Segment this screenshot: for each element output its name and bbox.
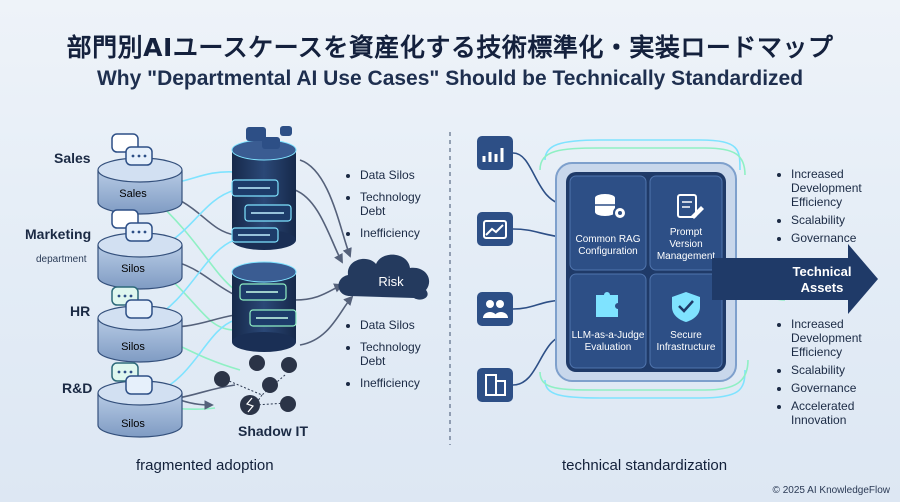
risk-label: Risk: [378, 274, 404, 289]
right-benefit-list-top: Increased Development Efficiency Scalabi…: [780, 167, 890, 249]
chat-bubble-icon: [111, 209, 153, 242]
tile-label-line: Management: [657, 251, 716, 262]
technical-assets-label: Technical: [792, 264, 851, 279]
issue-item: Data Silos: [360, 168, 439, 182]
caption-fragmented-adoption: fragmented adoption: [136, 457, 274, 474]
left-issue-list-bottom: Data Silos Technology Debt Inefficiency: [349, 318, 439, 398]
dept-label-marketing: Marketing: [25, 226, 92, 242]
dept-sublabel-marketing: department: [36, 254, 87, 265]
dept-label-rnd: R&D: [62, 380, 93, 396]
tile-label-line: Prompt: [670, 227, 702, 238]
people-icon: [477, 292, 513, 326]
db-label-rnd: Silos: [121, 418, 145, 430]
page-title-english: Why "Departmental AI Use Cases" Should b…: [96, 67, 804, 90]
issue-item: Technology Debt: [360, 340, 439, 368]
shadow-link-icon: [262, 377, 278, 393]
copyright-notice: © 2025 AI KnowledgeFlow: [772, 485, 890, 496]
tile-label-line: Version: [669, 239, 702, 250]
tile-common-rag: [569, 175, 647, 271]
ai-stack-upper: [231, 126, 297, 250]
chat-bubble-icon: [111, 362, 153, 395]
tile-label-line: Common RAG: [575, 234, 640, 245]
issue-item: Inefficiency: [360, 226, 439, 240]
benefit-item: Governance: [791, 231, 890, 245]
chat-bubble-icon: [111, 133, 153, 166]
tile-prompt-version: [649, 175, 723, 271]
benefit-item: Increased Development Efficiency: [791, 317, 890, 359]
dept-label-sales: Sales: [54, 150, 91, 166]
page-title-japanese: 部門別AIユースケースを資産化する技術標準化・実装ロードマップ: [66, 33, 834, 62]
shadow-device-icon: [249, 355, 265, 371]
puzzle-icon: [596, 292, 618, 317]
benefit-item: Scalability: [791, 363, 890, 377]
benefit-item: Scalability: [791, 213, 890, 227]
caption-technical-standardization: technical standardization: [562, 457, 728, 474]
tile-label-line: Infrastructure: [657, 342, 716, 353]
issue-item: Inefficiency: [360, 376, 439, 390]
shadow-broken-image-icon: [214, 371, 230, 387]
right-benefit-list-bottom: Increased Development Efficiency Scalabi…: [780, 317, 890, 431]
benefit-item: Governance: [791, 381, 890, 395]
shadow-broken-screen-icon: [280, 396, 296, 412]
department-db-sales: [97, 157, 183, 215]
document-edit-icon: [677, 194, 704, 219]
chat-bubble-icon: [111, 286, 153, 319]
technical-assets-label: Assets: [801, 280, 844, 295]
risk-cloud: [338, 254, 430, 300]
ai-stack-lower: [231, 261, 297, 352]
db-label-hr: Silos: [121, 341, 145, 353]
benefit-item: Accelerated Innovation: [791, 399, 890, 427]
shadow-gear-icon: [281, 357, 297, 373]
tile-label-line: LLM-as-a-Judge: [572, 330, 645, 341]
database-gear-icon: [595, 194, 627, 220]
left-issue-list-top: Data Silos Technology Debt Inefficiency: [349, 168, 439, 248]
department-db-marketing: [97, 232, 183, 290]
tile-label-line: Secure: [670, 330, 702, 341]
shield-check-icon: [672, 292, 700, 322]
db-label-sales: Sales: [119, 188, 147, 200]
dept-label-hr: HR: [70, 303, 91, 319]
tile-llm-judge: [569, 273, 647, 369]
issue-item: Data Silos: [360, 318, 439, 332]
benefit-item: Increased Development Efficiency: [791, 167, 890, 209]
technical-assets-arrow: [712, 244, 878, 314]
bar-chart-icon: [477, 136, 513, 170]
tile-label-line: Evaluation: [585, 342, 632, 353]
shadow-it-label: Shadow IT: [238, 423, 308, 439]
tile-label-line: Configuration: [578, 246, 637, 257]
db-label-marketing: Silos: [121, 263, 145, 275]
briefcase-chart-icon: [477, 212, 513, 246]
issue-item: Technology Debt: [360, 190, 439, 218]
